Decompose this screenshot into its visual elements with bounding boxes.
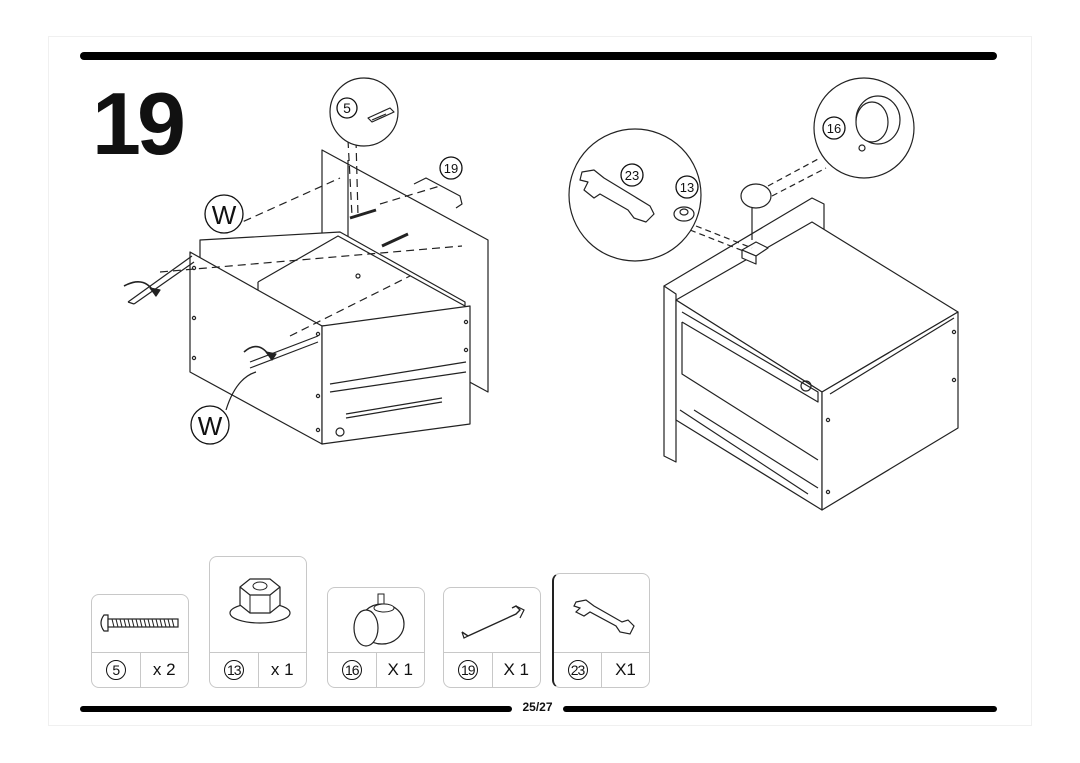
drawer-left-illustration [123,139,489,445]
wrench-icon [573,599,635,635]
part-ref-badge: 19 [457,660,478,680]
caster-wheel-icon [353,593,405,647]
part-ref-badge: 16 [341,660,362,680]
nut-icon [229,578,291,624]
bottom-rule-right [563,706,997,712]
part-card-wrench: 23 X1 [552,573,650,688]
part-ref-badge: 23 [567,660,588,680]
part-card-screw: 5 x 2 [91,594,189,688]
part-footer: 19 X 1 [444,652,540,687]
cabinet-right-illustration [663,157,959,511]
callout-labels: 5 19 23 13 16 W W [190,97,846,445]
callout-wrench-text: 23 [625,168,639,183]
part-quantity: X 1 [387,660,414,679]
detail-circle-wrench-nut [568,128,702,262]
callout-caster-ref: 16 [822,116,846,140]
tool-callout-top-text: W [212,200,237,230]
part-card-handle: 19 X 1 [443,587,541,688]
callout-nut-text: 13 [680,180,694,195]
part-quantity: x 1 [270,660,294,679]
part-card-nut: 13 x 1 [209,556,307,688]
handle-icon [461,605,525,639]
step-number: 19 [92,74,186,173]
part-footer: 23 X1 [554,652,649,687]
tool-callout-bottom: W [190,405,230,445]
part-footer: 16 X 1 [328,652,424,687]
callout-handle-text: 19 [444,161,458,176]
part-ref-badge: 5 [105,660,126,680]
part-quantity: X1 [615,660,636,679]
tool-callout-top: W [204,194,244,234]
part-quantity: x 2 [152,660,176,679]
page-indicator: 25/27 [522,700,553,714]
part-footer: 13 x 1 [210,652,306,687]
part-card-caster: 16 X 1 [327,587,425,688]
detail-circle-screw [329,77,399,147]
bottom-rule-left [80,706,512,712]
callout-nut-ref: 13 [675,175,699,199]
callout-handle-ref: 19 [439,156,463,180]
screw-icon [100,614,179,632]
callout-screw-text: 5 [343,100,351,116]
callout-caster-text: 16 [827,121,841,136]
part-ref-badge: 13 [223,660,244,680]
callout-screw-ref: 5 [336,97,358,119]
part-footer: 5 x 2 [92,652,188,687]
callout-wrench-ref: 23 [620,163,644,187]
tool-callout-bottom-text: W [198,411,223,441]
part-quantity: X 1 [503,660,530,679]
top-rule [80,52,997,60]
